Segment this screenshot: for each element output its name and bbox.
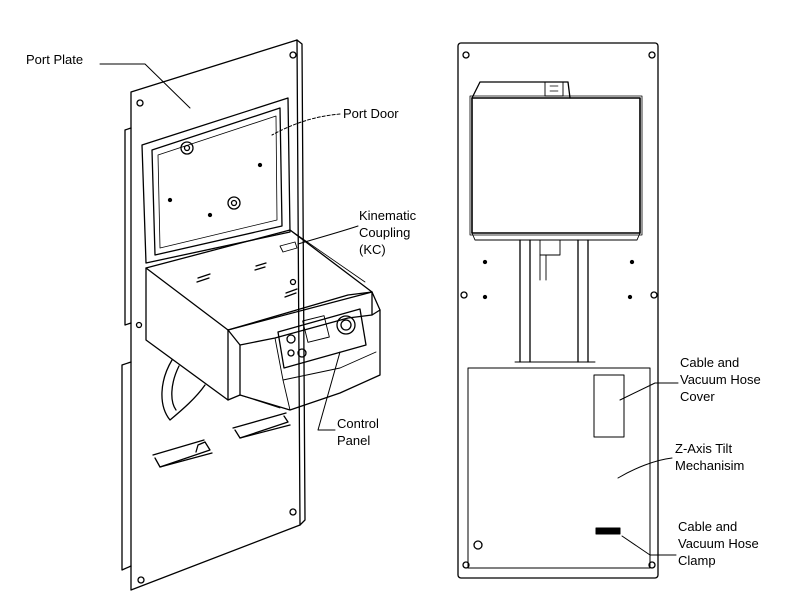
leader-cable-cover bbox=[619, 382, 679, 401]
label-z-axis-2: Mechanisim bbox=[675, 458, 745, 473]
label-cable-clamp-3: Clamp bbox=[678, 553, 716, 568]
leader-control-panel bbox=[317, 351, 341, 431]
label-kinematic-3: (KC) bbox=[359, 242, 386, 257]
port-plate-edge bbox=[296, 39, 306, 526]
label-cable-cover-3: Cover bbox=[680, 389, 715, 404]
rear-enclosure bbox=[471, 81, 571, 99]
leader-z-axis bbox=[617, 457, 673, 479]
leader-port-door bbox=[271, 113, 341, 136]
leader-lines bbox=[99, 63, 679, 556]
label-control-panel-2: Panel bbox=[337, 433, 371, 448]
label-kinematic-1: Kinematic bbox=[359, 208, 417, 223]
rear-plate-outline bbox=[457, 42, 659, 579]
handle-left bbox=[154, 441, 211, 468]
label-cable-clamp-1: Cable and bbox=[678, 519, 738, 534]
cable-cover bbox=[593, 374, 625, 438]
label-cable-cover-2: Vacuum Hose bbox=[680, 372, 761, 387]
rear-view bbox=[457, 42, 659, 579]
leader-cable-clamp bbox=[621, 535, 677, 556]
label-z-axis-1: Z-Axis Tilt bbox=[675, 441, 733, 456]
leader-kinematic bbox=[297, 225, 359, 245]
label-port-door: Port Door bbox=[343, 106, 399, 121]
leader-port-plate bbox=[99, 63, 191, 109]
handle-right bbox=[234, 415, 289, 439]
label-cable-cover-1: Cable and bbox=[680, 355, 740, 370]
control-panel-box bbox=[277, 308, 367, 369]
port-door-panel bbox=[151, 107, 283, 256]
label-kinematic-2: Coupling bbox=[359, 225, 411, 240]
label-control-panel-1: Control bbox=[337, 416, 379, 431]
label-cable-clamp-2: Vacuum Hose bbox=[678, 536, 759, 551]
label-port-plate: Port Plate bbox=[26, 52, 84, 67]
cable-clamp bbox=[595, 527, 621, 535]
front-view bbox=[121, 39, 381, 591]
port-door-frame bbox=[141, 97, 291, 264]
port-plate-outline bbox=[130, 39, 301, 591]
